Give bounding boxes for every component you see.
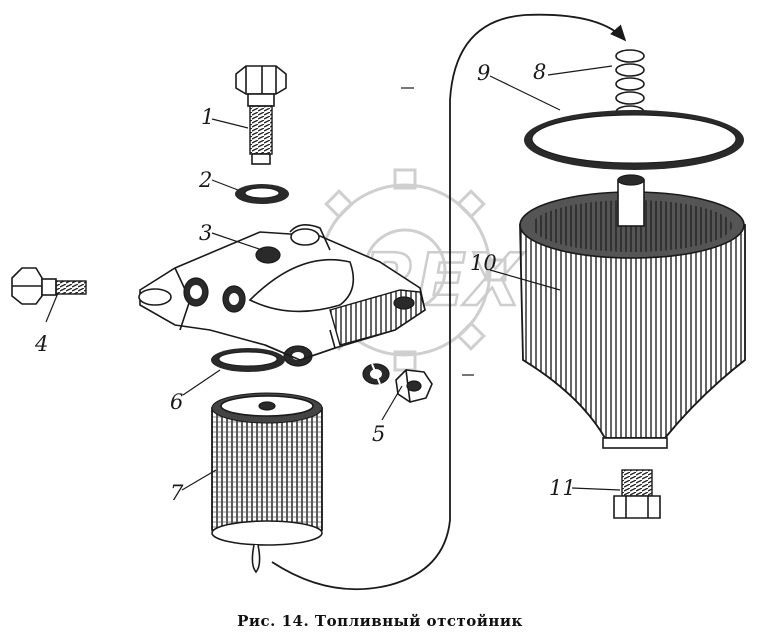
label-6: 6 <box>170 390 183 414</box>
part-3-filter-head <box>138 224 426 367</box>
label-7: 7 <box>170 481 184 505</box>
leader-lines <box>45 65 621 491</box>
label-11: 11 <box>549 476 576 500</box>
label-2: 2 <box>198 168 212 192</box>
part-2-washer <box>235 184 289 204</box>
part-1-bolt <box>235 65 287 165</box>
label-9: 9 <box>477 61 490 85</box>
part-labels: 1 2 3 4 5 6 7 8 9 10 11 <box>34 60 576 505</box>
part-9-ring-gasket <box>524 110 744 170</box>
assembly-arrow-line <box>271 13 627 591</box>
label-1: 1 <box>201 105 214 129</box>
part-11-drain-plug <box>613 469 661 519</box>
part-7-filter-element <box>211 392 323 574</box>
part-5-nut-washer <box>362 363 433 403</box>
label-8: 8 <box>533 60 546 84</box>
figure-caption: Рис. 14. Топливный отстойник <box>237 612 523 630</box>
label-10: 10 <box>470 251 497 275</box>
label-5: 5 <box>372 422 385 446</box>
label-4: 4 <box>34 332 48 356</box>
label-3: 3 <box>199 221 212 245</box>
dash-marks <box>401 87 474 376</box>
part-10-bowl <box>519 174 746 449</box>
part-4-bolt <box>11 267 87 305</box>
part-6-gasket <box>211 348 285 372</box>
